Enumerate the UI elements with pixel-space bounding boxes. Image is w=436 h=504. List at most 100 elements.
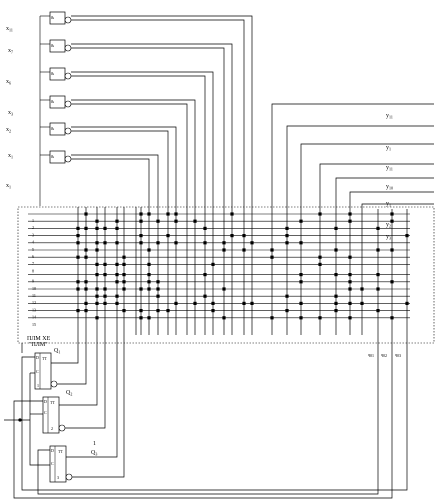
q-output-labels: q01 q02 q03 [368, 352, 401, 358]
connection-dot [250, 301, 254, 305]
row-number: 15 [32, 322, 36, 327]
connection-dot [115, 273, 119, 277]
connection-dot [103, 287, 107, 291]
connection-dot [103, 294, 107, 298]
connection-dot [122, 280, 126, 284]
connection-dot [103, 301, 107, 305]
connection-dot [95, 301, 99, 305]
connection-dot [156, 280, 160, 284]
connection-dot [211, 301, 215, 305]
connection-dot [95, 287, 99, 291]
connection-dot [230, 234, 234, 238]
q-label: q02 [381, 352, 387, 358]
matrix-label: ПЛМ ХЕ [27, 336, 51, 342]
connection-dot [211, 262, 215, 266]
svg-text:D: D [44, 399, 47, 404]
connection-dot [334, 226, 338, 230]
connection-dot [147, 212, 151, 216]
connection-dot [174, 241, 178, 245]
connection-dot [203, 273, 207, 277]
connection-dot [376, 248, 380, 252]
connection-dot [76, 255, 80, 259]
connection-dot [103, 226, 107, 230]
connection-dot [250, 241, 254, 245]
connection-dot [405, 234, 409, 238]
row-number: 9 [32, 279, 34, 284]
connection-dot [84, 226, 88, 230]
connection-dot [390, 280, 394, 284]
svg-text:C: C [36, 369, 39, 374]
q-out-label: Q3 [91, 450, 97, 457]
connection-dot [147, 248, 151, 252]
connection-dot [115, 226, 119, 230]
connection-dot [390, 219, 394, 223]
connection-dot [334, 301, 338, 305]
connection-dot [156, 219, 160, 223]
svg-text:&: & [51, 43, 55, 48]
svg-text:TT: TT [42, 356, 47, 361]
svg-text:C: C [51, 461, 54, 466]
connection-dot [76, 309, 80, 313]
connection-dots [76, 212, 409, 320]
connection-dot [95, 219, 99, 223]
output-label: y1 [386, 145, 391, 152]
output-label: y2 [386, 222, 391, 229]
connection-dot [95, 226, 99, 230]
row-number: 6 [32, 254, 34, 259]
connection-dot [222, 287, 226, 291]
product-rows [28, 213, 410, 319]
connection-dot [318, 316, 322, 320]
connection-dot [270, 248, 274, 252]
flipflop-wiring [4, 335, 408, 499]
connection-dot [348, 219, 352, 223]
connection-dot [348, 255, 352, 259]
q-out-label: Q2 [66, 390, 72, 397]
connection-dot [156, 309, 160, 313]
row-number: 13 [32, 307, 36, 312]
connection-dot [84, 255, 88, 259]
connection-dot [103, 262, 107, 266]
row-number: 2 [32, 225, 34, 230]
output-label: y11 [386, 113, 393, 120]
connection-dot [285, 241, 289, 245]
row-number: 3 [32, 232, 34, 237]
row-number: 12 [32, 300, 36, 305]
connection-dot [95, 273, 99, 277]
svg-text:D: D [36, 355, 39, 360]
connection-dot [156, 287, 160, 291]
connection-dot [299, 280, 303, 284]
input-label: x1 [8, 153, 13, 160]
and-gate: & [49, 11, 72, 25]
connection-dot [318, 212, 322, 216]
connection-dot [318, 255, 322, 259]
row-number: 4 [32, 240, 34, 245]
input-wires [39, 15, 50, 206]
svg-text:&: & [51, 154, 55, 159]
connection-dot [139, 287, 143, 291]
connection-dot [95, 241, 99, 245]
connection-dot [84, 309, 88, 313]
connection-dot [122, 262, 126, 266]
connection-dot [360, 287, 364, 291]
input-labels: x11 x7 x6 x3 x2 x1 x1 [6, 26, 13, 190]
connection-dot [76, 226, 80, 230]
connection-dot [84, 287, 88, 291]
connection-dot [95, 248, 99, 252]
connection-dot [84, 212, 88, 216]
output-label: y3 [386, 234, 391, 241]
connection-dot [270, 255, 274, 259]
connection-dot [348, 273, 352, 277]
connection-dot [203, 241, 207, 245]
connection-dot [84, 301, 88, 305]
connection-dot [122, 273, 126, 277]
connection-dot [348, 316, 352, 320]
and-gate: & [49, 67, 72, 81]
connection-dot [360, 301, 364, 305]
and-gate: & [49, 150, 72, 164]
connection-dot [147, 262, 151, 266]
connection-dot [222, 316, 226, 320]
output-label: y10 [386, 184, 393, 191]
connection-dot [203, 226, 207, 230]
connection-dot [103, 273, 107, 277]
